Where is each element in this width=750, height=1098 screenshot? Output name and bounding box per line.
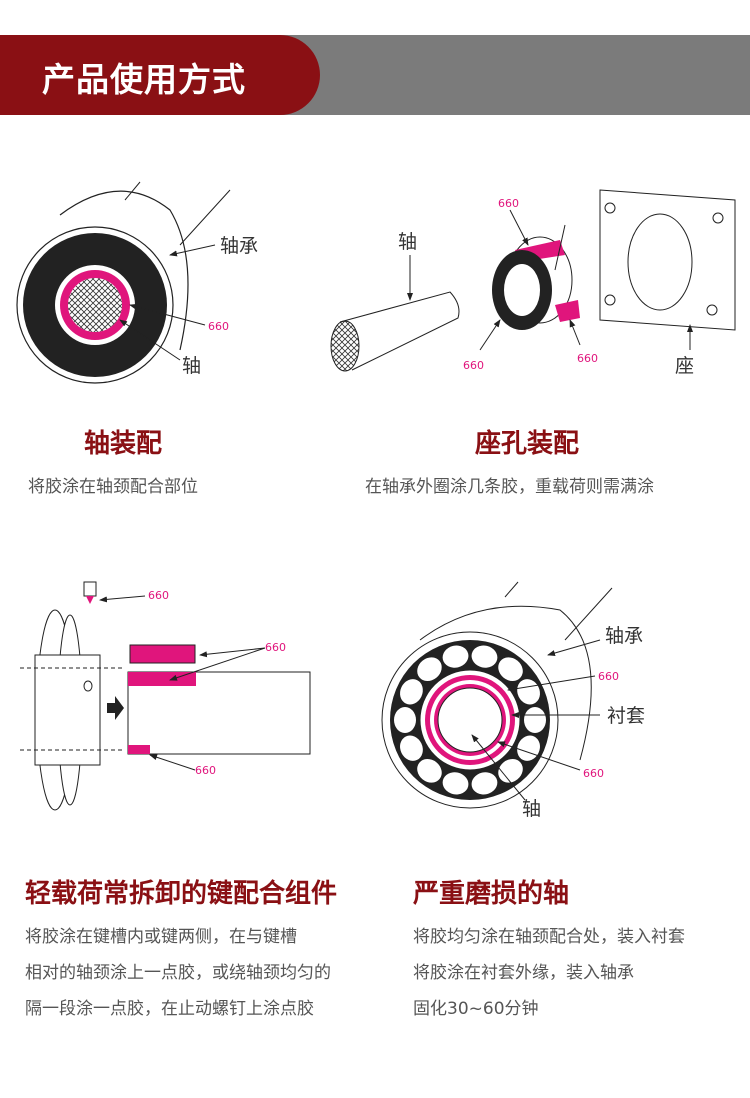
- label-glue-2: 660: [265, 641, 286, 654]
- section-text: 将胶均匀涂在轴颈配合处，装入衬套: [413, 927, 685, 947]
- label-glue-1: 660: [498, 197, 519, 210]
- section-title: 座孔装配: [475, 429, 580, 459]
- section-header: 产品使用方式: [0, 35, 750, 115]
- worn-shaft-diagram: 轴承 660 衬套 660 轴: [381, 581, 645, 820]
- label-glue-2: 660: [583, 767, 604, 780]
- label-glue-3: 660: [577, 352, 598, 365]
- label-shaft: 轴: [182, 355, 201, 377]
- section-text: 相对的轴颈涂上一点胶，或绕轴颈均匀的: [25, 963, 331, 983]
- section-title: 轴装配: [84, 429, 163, 459]
- label-glue-1: 660: [148, 589, 169, 602]
- section-text: 将胶涂在轴颈配合部位: [28, 477, 198, 497]
- shaft-assembly-diagram: 轴承 660 轴: [16, 181, 258, 384]
- label-shaft: 轴: [398, 231, 417, 253]
- roller: [524, 707, 546, 733]
- label-glue-1: 660: [598, 670, 619, 683]
- section-text: 在轴承外圈涂几条胶，重载荷则需满涂: [365, 477, 654, 497]
- roller: [394, 707, 416, 733]
- label-seat: 座: [675, 355, 694, 377]
- section-text: 将胶涂在衬套外缘，装入轴承: [413, 963, 634, 983]
- seat-hole-diagram: 轴 660 660 660 座: [330, 189, 736, 377]
- label-glue-2: 660: [463, 359, 484, 372]
- roller: [471, 772, 498, 795]
- section-text: 将胶涂在键槽内或键两侧，在与键槽: [25, 927, 297, 947]
- roller: [417, 759, 442, 783]
- label-glue: 660: [208, 320, 229, 333]
- section-title: 严重磨损的轴: [413, 879, 570, 909]
- roller: [400, 679, 423, 705]
- roller: [400, 735, 423, 761]
- roller: [498, 759, 523, 783]
- roller: [417, 657, 442, 681]
- key-assembly-diagram: 660 660 660: [20, 581, 311, 811]
- label-bearing: 轴承: [220, 235, 258, 257]
- roller: [471, 645, 498, 668]
- roller: [498, 657, 523, 681]
- roller: [442, 772, 469, 795]
- label-shaft: 轴: [522, 798, 541, 820]
- page-title: 产品使用方式: [42, 60, 246, 99]
- section-text: 固化30~60分钟: [413, 999, 539, 1019]
- label-glue-3: 660: [195, 764, 216, 777]
- label-bearing: 轴承: [605, 625, 643, 647]
- header-pill: 产品使用方式: [0, 35, 320, 115]
- roller: [442, 645, 469, 668]
- label-sleeve: 衬套: [607, 705, 645, 727]
- section-text: 隔一段涂一点胶，在止动螺钉上涂点胶: [25, 999, 314, 1019]
- section-title: 轻载荷常拆卸的键配合组件: [25, 879, 338, 909]
